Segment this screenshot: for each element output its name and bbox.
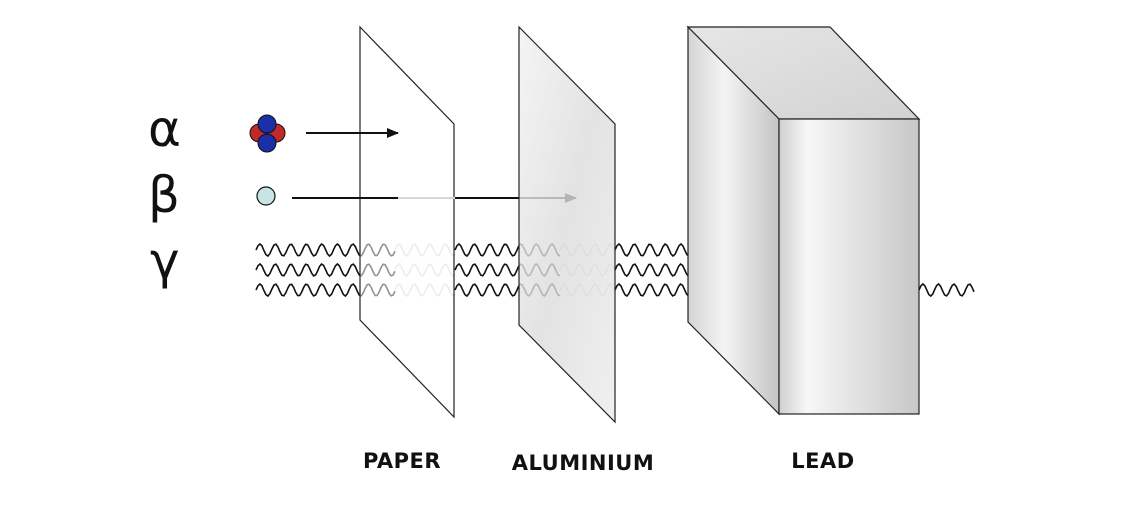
alpha-symbol: α: [148, 100, 181, 158]
paper-label: PAPER: [363, 449, 441, 473]
paper-sheet: [359, 25, 455, 419]
aluminium-sheet: [518, 25, 616, 424]
lead-label: LEAD: [791, 449, 854, 473]
gamma-wave-segment: [918, 282, 975, 298]
aluminium-label: ALUMINIUM: [512, 451, 655, 475]
beta-symbol: β: [148, 166, 180, 224]
gamma-wave-transmitted: [918, 282, 975, 298]
alpha-particle-icon: [249, 114, 286, 153]
beta-particle-icon: [256, 186, 276, 206]
lead-block: [686, 25, 921, 416]
gamma-symbol: γ: [150, 232, 180, 290]
